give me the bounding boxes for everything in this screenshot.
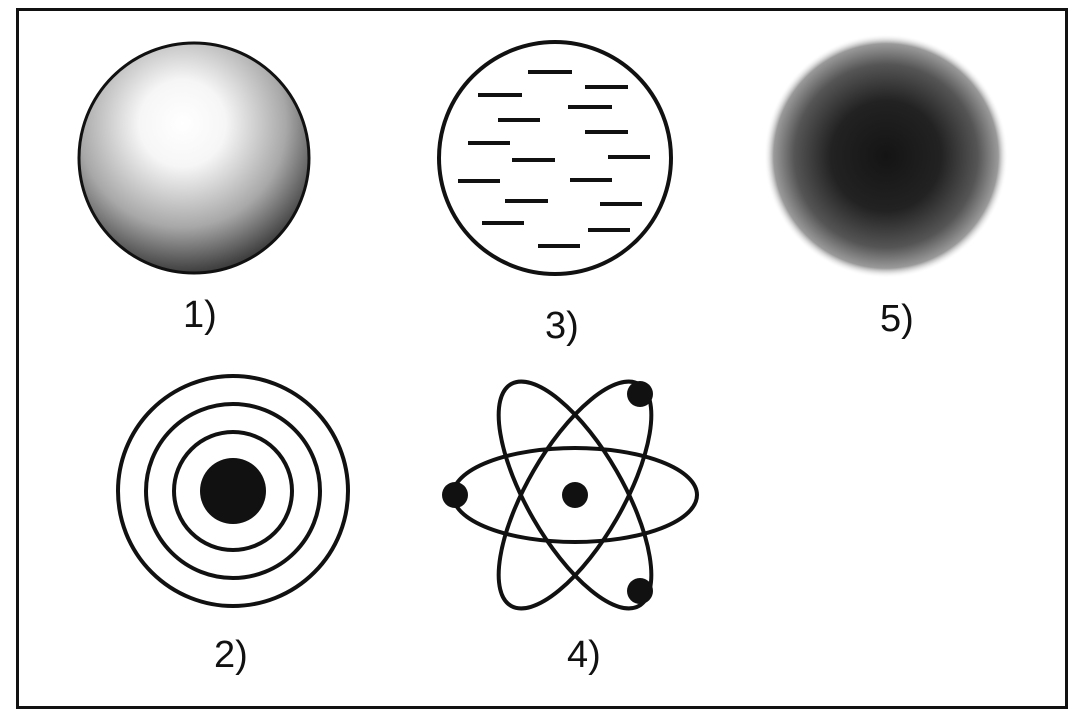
model-2-concentric-rings xyxy=(116,374,350,608)
model-1-label: 1) xyxy=(183,294,217,336)
nucleus xyxy=(562,482,588,508)
electron-top-right xyxy=(627,381,653,407)
model-4-planetary-atom xyxy=(442,379,699,611)
model-5-electron-cloud xyxy=(764,34,1008,278)
model-2-label: 2) xyxy=(214,634,248,676)
model-4-label: 4) xyxy=(567,634,601,676)
model-1-shaded-sphere xyxy=(77,41,311,275)
electron-left xyxy=(442,482,468,508)
model-3-dashed-sphere xyxy=(437,40,673,276)
model-3-label: 3) xyxy=(545,305,579,347)
electron-bottom-right xyxy=(627,578,653,604)
model-5-label: 5) xyxy=(880,298,914,340)
